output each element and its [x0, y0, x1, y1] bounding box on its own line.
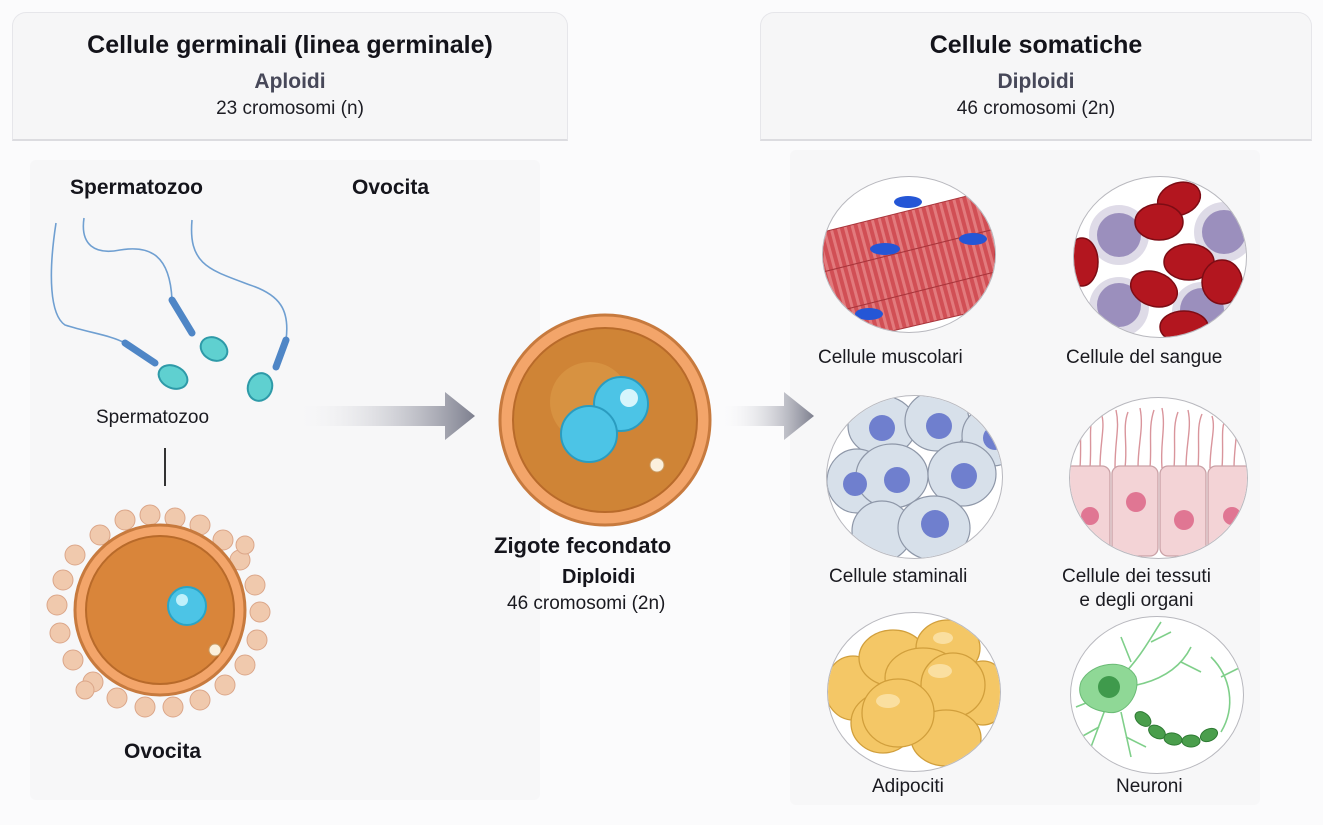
- arrow-right-icon-2: [722, 392, 814, 440]
- egg-heading: Ovocita: [352, 176, 430, 199]
- zygote-pronuclei: [560, 376, 649, 463]
- sperm-heads: [121, 296, 290, 402]
- corona-cells: [46, 504, 271, 718]
- polar-body: [208, 643, 222, 657]
- egg-label: Ovocita: [124, 740, 202, 763]
- germinal-chromosomes: 23 cromosomi (n): [216, 98, 364, 119]
- zygote-ploidy: Diploidi: [562, 566, 636, 588]
- stem-cells-label: Cellule staminali: [829, 566, 968, 587]
- germinal-title: Cellule germinali (linea germinale): [87, 31, 493, 59]
- neuron-label: Neuroni: [1116, 776, 1183, 797]
- zygote-chromosomes: 46 cromosomi (2n): [507, 593, 666, 614]
- zygote-illustration: [498, 313, 712, 527]
- neuron-icon: [1070, 616, 1244, 774]
- adipocytes-label: Adipociti: [872, 776, 944, 797]
- stem-cells-icon: [826, 395, 1003, 559]
- muscle-cells-icon: [822, 176, 996, 333]
- tissue-cells-label-line1: Cellule dei tessuti: [1062, 566, 1211, 587]
- connector-line: [164, 448, 166, 486]
- tissue-cells-icon: [1069, 397, 1248, 559]
- muscle-cells-label: Cellule muscolari: [818, 347, 963, 368]
- somatic-chromosomes: 46 cromosomi (2n): [956, 98, 1116, 119]
- blood-cells-icon: [1073, 176, 1247, 338]
- tissue-cells-label: Cellule dei tessuti e degli organi: [1062, 565, 1211, 613]
- germinal-header-panel: Cellule germinali (linea germinale) Aplo…: [12, 12, 568, 141]
- somatic-header-panel: Cellule somatiche Diploidi 46 cromosomi …: [760, 12, 1312, 141]
- zygote-title: Zigote fecondato: [494, 533, 672, 558]
- somatic-title: Cellule somatiche: [929, 31, 1143, 59]
- arrow-right-icon: [295, 392, 475, 440]
- sperm-icon: [50, 217, 288, 344]
- sperm-heading: Spermatozoo: [70, 176, 204, 199]
- germinal-ploidy: Aploidi: [254, 70, 326, 93]
- egg-nucleus: [167, 586, 207, 626]
- cytoplasm: [85, 535, 235, 685]
- blood-cells-label: Cellule del sangue: [1066, 347, 1223, 368]
- tissue-cells-label-line2: e degli organi: [1079, 590, 1194, 611]
- sperm-illustration: [50, 217, 290, 402]
- adipocytes-icon: [827, 612, 1001, 772]
- somatic-ploidy: Diploidi: [997, 70, 1075, 93]
- egg-illustration: [46, 504, 271, 718]
- sperm-label: Spermatozoo: [96, 407, 210, 428]
